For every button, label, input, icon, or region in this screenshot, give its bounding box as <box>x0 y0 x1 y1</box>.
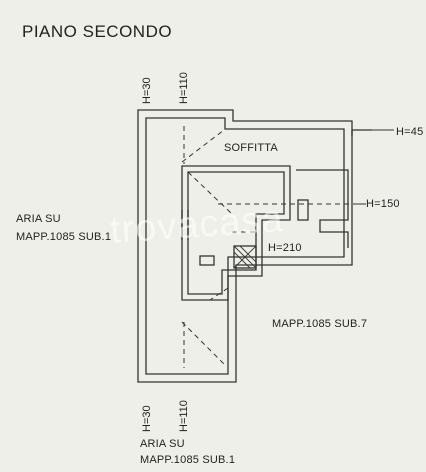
side-room <box>296 169 349 248</box>
mapp-sub7-label: MAPP.1085 SUB.7 <box>272 318 368 330</box>
h45-label: H=45 <box>396 126 424 138</box>
roof-line-5 <box>181 321 227 367</box>
h30-bottom-label: H=30 <box>141 405 153 432</box>
fixture <box>199 255 215 266</box>
h110-top-label: H=110 <box>178 72 190 104</box>
room-outline-outer <box>181 165 291 301</box>
right-extension <box>351 129 372 136</box>
stair <box>233 245 257 269</box>
page-title: PIANO SECONDO <box>22 22 173 41</box>
h110-bottom-label: H=110 <box>178 400 190 432</box>
h210-label: H=210 <box>268 242 302 254</box>
soffitta-label: SOFFITTA <box>224 142 278 154</box>
h150-label: H=150 <box>366 198 400 210</box>
aria-left-label-line2: MAPP.1085 SUB.1 <box>16 231 112 243</box>
aria-bottom-label-line2: MAPP.1085 SUB.1 <box>140 454 236 466</box>
roof-line-4 <box>209 287 229 301</box>
small-window <box>297 199 309 221</box>
roof-line-1 <box>181 129 225 163</box>
aria-left-label-line1: ARIA SU <box>16 213 61 225</box>
stair-diagonals <box>233 245 257 269</box>
inner-wall <box>145 117 345 375</box>
outer-wall <box>137 109 353 383</box>
h30-top-label: H=30 <box>141 77 153 104</box>
internal-walls <box>181 210 189 240</box>
room-outline-inner <box>187 171 285 295</box>
roof-line-2 <box>187 171 233 215</box>
aria-bottom-label-line1: ARIA SU <box>140 438 185 450</box>
